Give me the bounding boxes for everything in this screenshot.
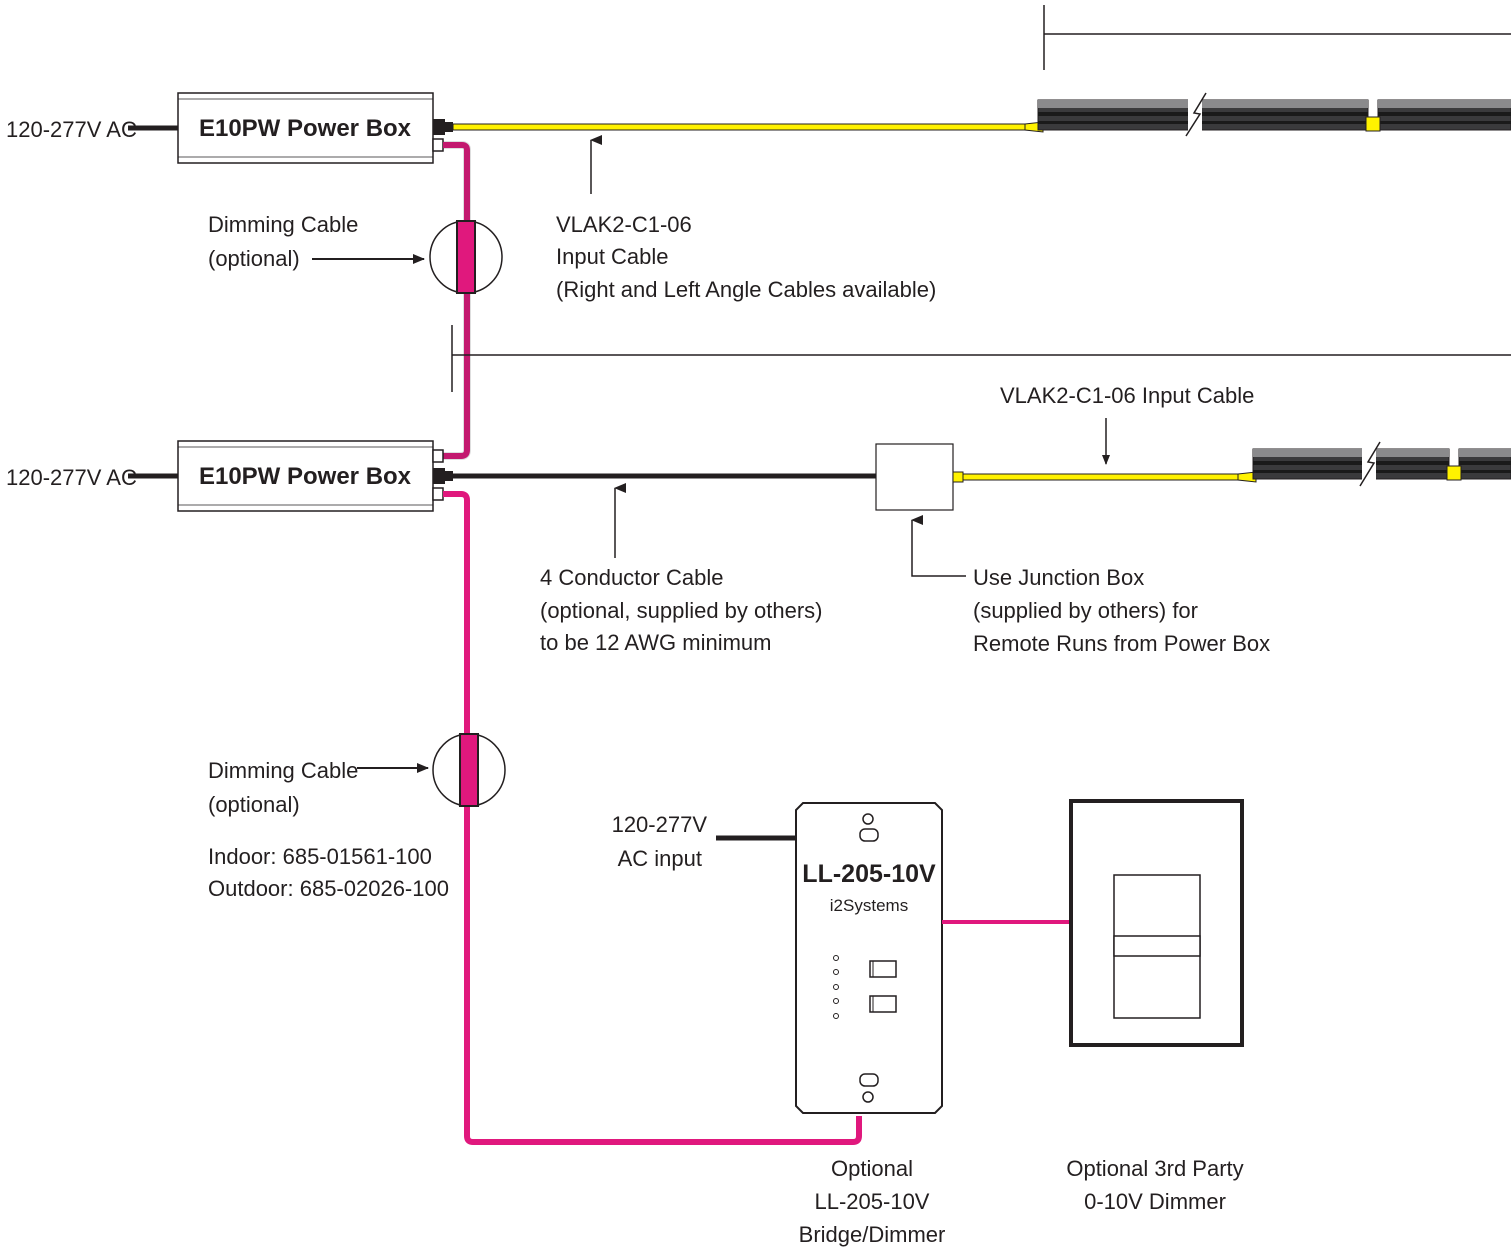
dimming-cable-2-line1: Dimming Cable <box>208 758 358 783</box>
junction-box <box>875 443 954 511</box>
input-cable-1-line2: Input Cable <box>556 244 669 269</box>
dimming-cable-1-line2: (optional) <box>208 246 300 271</box>
bridge-brand-label: i2Systems <box>830 896 908 915</box>
ac-input-label-2: 120-277V AC <box>6 465 137 490</box>
input-cable-1 <box>452 121 1044 133</box>
bridge-input-line1: 120-277V <box>612 812 708 837</box>
power-box-2: E10PW Power Box <box>177 440 453 512</box>
dimension-line-top <box>1043 5 1511 70</box>
light-fixture-2 <box>1252 441 1511 487</box>
input-cable-2-label: VLAK2-C1-06 Input Cable <box>1000 383 1254 408</box>
bridge-input-line2: AC input <box>618 846 702 871</box>
light-fixture-1 <box>1037 92 1511 137</box>
dimming-cable-indoor: Indoor: 685-01561-100 <box>208 844 432 869</box>
dimming-cable-detail-2 <box>432 733 506 807</box>
bridge-dimmer-device: LL-205-10V i2Systems <box>795 802 943 1114</box>
power-box-1-label: E10PW Power Box <box>199 115 412 142</box>
power-box-1: E10PW Power Box <box>177 92 453 164</box>
dimmer-caption-line2: 0-10V Dimmer <box>1084 1189 1226 1214</box>
input-cable-1-line3: (Right and Left Angle Cables available) <box>556 277 936 302</box>
third-party-dimmer <box>1069 799 1244 1047</box>
dimension-line-middle <box>451 325 1511 392</box>
dimming-cable-1-line1: Dimming Cable <box>208 212 358 237</box>
junction-box-line2: (supplied by others) for <box>973 598 1198 623</box>
junction-box-line1: Use Junction Box <box>973 565 1144 590</box>
bridge-caption-line1: Optional <box>831 1156 913 1181</box>
dimming-cable-outdoor: Outdoor: 685-02026-100 <box>208 876 449 901</box>
dimmer-caption-line1: Optional 3rd Party <box>1066 1156 1243 1181</box>
dimming-cable-bridge <box>443 491 862 1145</box>
ac-input-label-1: 120-277V AC <box>6 117 137 142</box>
bridge-button-2 <box>869 995 897 1013</box>
power-box-2-label: E10PW Power Box <box>199 463 412 490</box>
junction-box-leader <box>911 515 966 577</box>
bridge-model-label: LL-205-10V <box>802 860 936 888</box>
dimming-cable-2-line2: (optional) <box>208 792 300 817</box>
bridge-indicator-leds <box>833 955 839 1019</box>
bridge-caption-line3: Bridge/Dimmer <box>799 1222 946 1247</box>
conductor-cable-line3: to be 12 AWG minimum <box>540 630 771 655</box>
conductor-cable-line2: (optional, supplied by others) <box>540 598 823 623</box>
bridge-caption-line2: LL-205-10V <box>815 1189 930 1214</box>
dimming-cable-link <box>443 142 470 459</box>
bridge-button-1 <box>869 960 897 978</box>
dimming-cable-detail-1 <box>429 220 503 294</box>
input-cable-1-line1: VLAK2-C1-06 <box>556 212 692 237</box>
input-cable-2 <box>952 471 1257 483</box>
junction-box-line3: Remote Runs from Power Box <box>973 631 1270 656</box>
conductor-cable-line1: 4 Conductor Cable <box>540 565 723 590</box>
